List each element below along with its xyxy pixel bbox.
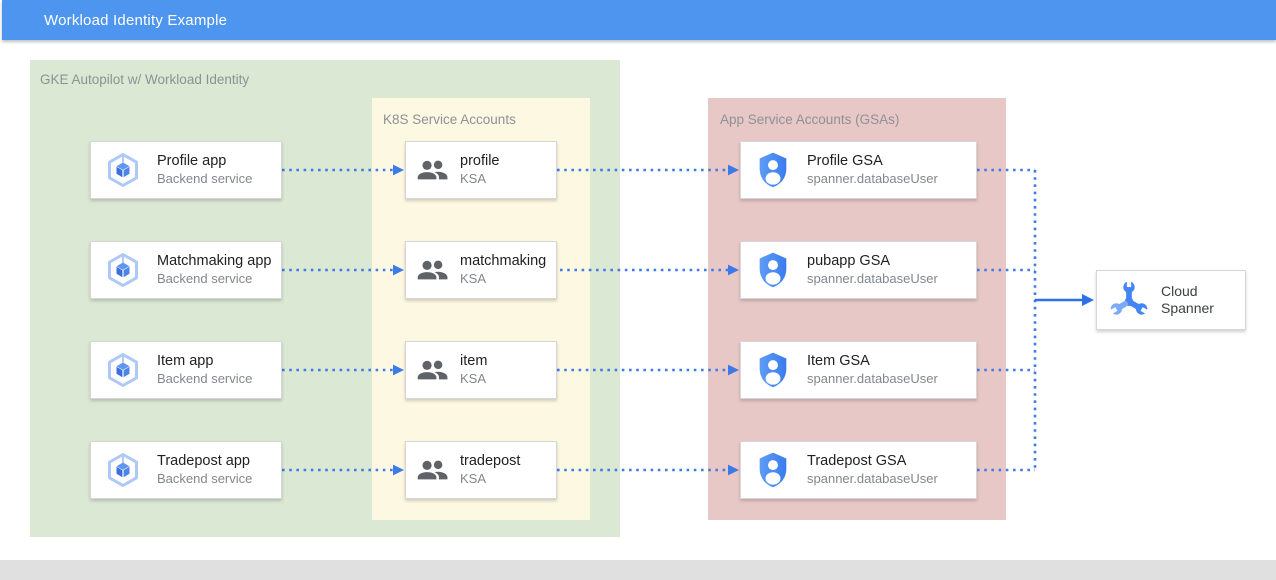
card-subtitle: spanner.databaseUser [807,170,938,186]
group-people-icon [416,158,450,182]
bottom-gray-strip [0,560,1276,580]
card-subtitle: spanner.databaseUser [807,370,938,386]
card-title: pubapp GSA [807,253,891,270]
spanner-wrench-icon [1109,280,1149,320]
gke-hexagon-icon [105,152,141,188]
card-gsa-profile: Profile GSA spanner.databaseUser [740,141,977,199]
card-subtitle: Backend service [157,270,253,286]
region-gsa-label: App Service Accounts (GSAs) [720,112,900,127]
card-matchmaking-app: Matchmaking app Backend service [90,241,282,299]
card-subtitle: Backend service [157,170,253,186]
card-ksa-matchmaking: matchmaking KSA [405,241,557,299]
card-subtitle: KSA [460,270,487,286]
card-tradepost-app: Tradepost app Backend service [90,441,282,499]
diagram-title: Workload Identity Example [44,11,228,29]
group-people-icon [416,358,450,382]
card-title: tradepost [460,453,521,470]
card-title: Item GSA [807,353,870,370]
card-ksa-profile: profile KSA [405,141,557,199]
card-title: Profile GSA [807,153,883,170]
card-subtitle: spanner.databaseUser [807,470,938,486]
card-subtitle: spanner.databaseUser [807,270,938,286]
card-title: Item app [157,353,214,370]
region-gke-label: GKE Autopilot w/ Workload Identity [40,72,250,87]
card-title: item [460,353,488,370]
card-title: Profile app [157,153,227,170]
card-ksa-item: item KSA [405,341,557,399]
card-gsa-tradepost: Tradepost GSA spanner.databaseUser [740,441,977,499]
gke-hexagon-icon [105,352,141,388]
gke-hexagon-icon [105,452,141,488]
group-people-icon [416,458,450,482]
card-subtitle: Backend service [157,370,253,386]
gke-hexagon-icon [105,252,141,288]
shield-person-icon [757,251,789,289]
shield-person-icon [757,451,789,489]
card-title: matchmaking [460,253,547,270]
card-gsa-pubapp: pubapp GSA spanner.databaseUser [740,241,977,299]
group-people-icon [416,258,450,282]
card-subtitle: KSA [460,370,487,386]
card-title: Tradepost app [157,453,250,470]
card-ksa-tradepost: tradepost KSA [405,441,557,499]
card-profile-app: Profile app Backend service [90,141,282,199]
card-title: Cloud Spanner [1161,282,1214,317]
shield-person-icon [757,351,789,389]
card-cloud-spanner: Cloud Spanner [1096,270,1246,330]
region-ksa-label: K8S Service Accounts [383,112,516,127]
shield-person-icon [757,151,789,189]
card-item-app: Item app Backend service [90,341,282,399]
card-subtitle: Backend service [157,470,253,486]
card-subtitle: KSA [460,170,487,186]
card-title: Tradepost GSA [807,453,907,470]
card-title: Matchmaking app [157,253,272,270]
diagram-title-bar: Workload Identity Example [2,0,1276,40]
card-subtitle: KSA [460,470,487,486]
card-title: profile [460,153,500,170]
card-gsa-item: Item GSA spanner.databaseUser [740,341,977,399]
